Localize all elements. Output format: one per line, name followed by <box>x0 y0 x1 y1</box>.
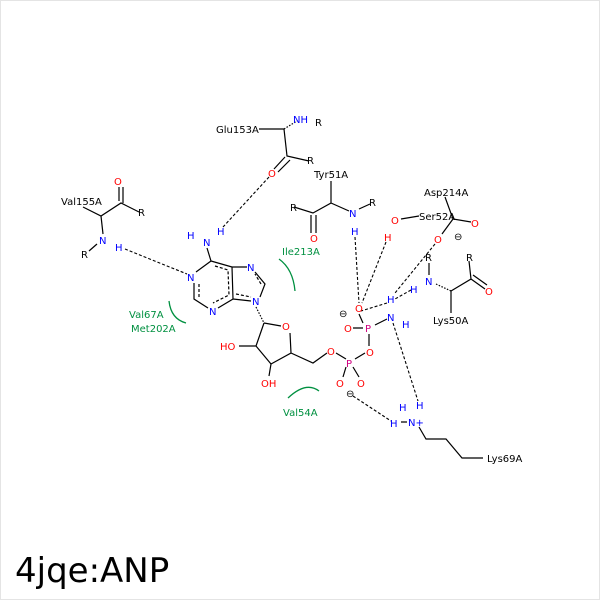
atom-o: O <box>434 235 442 246</box>
atom-n: N <box>349 209 356 220</box>
bonds <box>82 120 488 459</box>
atom-o: O <box>282 322 290 333</box>
hydrophobic-label-val54: Val54A <box>283 408 318 419</box>
atom-o: O <box>268 169 276 180</box>
atom-p: P <box>346 359 352 370</box>
atom-r: R <box>425 253 432 264</box>
atom-o: O <box>114 177 122 188</box>
atom-h: H <box>351 227 359 238</box>
hydrophobic-arc-val67 <box>168 300 187 324</box>
atom-r: R <box>369 198 376 209</box>
atom-o: O <box>327 347 335 358</box>
atom-p: P <box>365 324 371 335</box>
atom-n: N <box>247 263 254 274</box>
atom-h: H <box>384 233 392 244</box>
charge-minus: ⊖ <box>339 309 347 320</box>
atom-labels: NH R R O O R N H R H N H N N N N O HO OH… <box>81 115 493 430</box>
atom-h: H <box>402 320 410 331</box>
atom-o: O <box>310 234 318 245</box>
atom-n: N <box>387 313 394 324</box>
atom-h: H <box>399 403 407 414</box>
residue-label-val155: Val155A <box>61 197 102 208</box>
atom-h: H <box>217 227 225 238</box>
atom-h: H <box>416 401 424 412</box>
atom-h: H <box>390 419 398 430</box>
atom-n: N <box>209 307 216 318</box>
atom-o: O <box>391 216 399 227</box>
atom-n: N <box>252 297 259 308</box>
atom-o: O <box>357 379 365 390</box>
hydrophobic-arc-val54 <box>287 386 320 399</box>
atom-o: O <box>471 219 479 230</box>
charge-minus: ⊖ <box>454 232 462 243</box>
atom-n: N <box>187 273 194 284</box>
hydrophobic-arc-ile213 <box>278 258 296 292</box>
atom-oh: OH <box>261 379 276 390</box>
atom-o: O <box>355 304 363 315</box>
atom-r: R <box>307 156 314 167</box>
atom-ho: HO <box>220 342 236 353</box>
atom-h: H <box>410 285 418 296</box>
atom-o: O <box>336 379 344 390</box>
atom-h: H <box>187 231 195 242</box>
atom-n: N <box>425 277 432 288</box>
atom-n: N <box>99 236 106 247</box>
residue-label-asp214: Asp214A <box>424 188 468 199</box>
atom-r: R <box>138 208 145 219</box>
atom-n: NH <box>293 115 308 126</box>
atom-n: N <box>203 238 210 249</box>
atom-r: R <box>466 253 473 264</box>
residue-label-ser52: Ser52A <box>419 212 455 223</box>
residue-label-tyr51: Tyr51A <box>313 170 348 181</box>
atom-r: R <box>315 118 322 129</box>
atom-h: H <box>387 295 395 306</box>
hydrogen-bonds <box>124 176 436 422</box>
hydrophobic-label-val67: Val67A <box>129 310 164 321</box>
charge-minus: ⊖ <box>346 389 354 400</box>
atom-o: O <box>485 287 493 298</box>
atom-n-plus: N+ <box>408 418 424 429</box>
residue-label-lys69: Lys69A <box>487 454 523 465</box>
atom-o: O <box>366 348 374 359</box>
atom-o: O <box>344 324 352 335</box>
atom-r: R <box>81 250 88 261</box>
atom-r: R <box>290 203 297 214</box>
residue-label-lys50: Lys50A <box>433 316 469 327</box>
hydrophobic-label-ile213: Ile213A <box>282 247 320 258</box>
page-title: 4jqe:ANP <box>15 551 170 591</box>
atom-h: H <box>115 243 123 254</box>
residue-label-glu153: Glu153A <box>216 125 259 136</box>
hydrophobic-label-met202: Met202A <box>131 324 176 335</box>
